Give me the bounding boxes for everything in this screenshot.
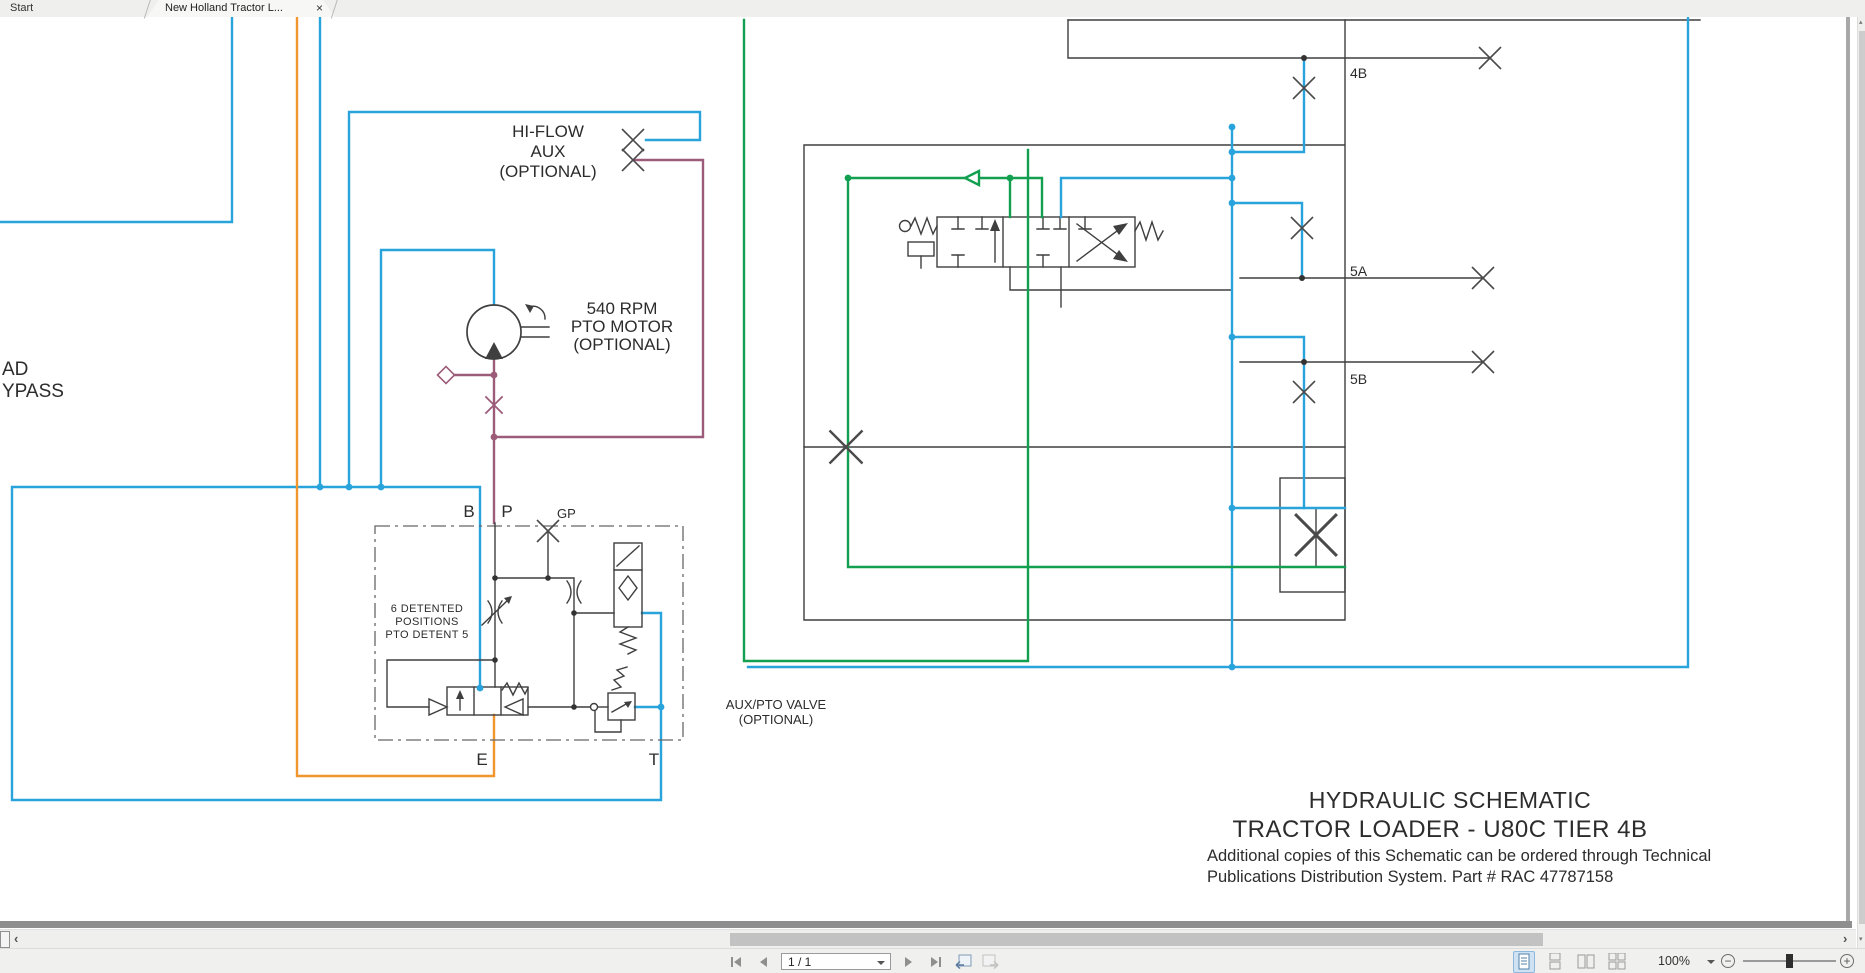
tab-start[interactable]: Start [0, 0, 140, 17]
previous-view-button[interactable] [954, 952, 972, 972]
svg-text:(OPTIONAL): (OPTIONAL) [739, 712, 813, 727]
page-bottom-edge [0, 921, 1852, 928]
aux-valve-label: AUX/PTO VALVE [726, 697, 827, 712]
plug-x-icons [536, 46, 1502, 558]
tab-document[interactable]: New Holland Tractor L... [147, 0, 335, 17]
page-navigation: 1 / 1 [727, 949, 999, 973]
tap-4b-label: 4B [1350, 65, 1367, 81]
scroll-left-icon[interactable]: ‹ [14, 931, 19, 946]
continuous-view-button[interactable] [1544, 951, 1566, 973]
horizontal-scrollbar[interactable]: ‹ › [0, 929, 1856, 949]
main-directional-valve [898, 216, 1164, 269]
first-page-button[interactable] [727, 952, 745, 972]
schematic-labels: HI-FLOW AUX (OPTIONAL) 540 RPM PTO MOTOR… [2, 65, 1711, 886]
port-b-label: B [463, 502, 474, 521]
port-t-label: T [649, 750, 659, 769]
vertical-scrollbar-thumb[interactable] [1859, 31, 1865, 924]
purple-hydraulic-lines [436, 158, 705, 525]
blue-hydraulic-lines [0, 8, 1690, 802]
vertical-scrollbar[interactable]: ▴ ▾ [1857, 17, 1865, 948]
tab-bar: Start New Holland Tractor L... × [0, 0, 1865, 19]
zoom-in-button[interactable]: + [1840, 954, 1854, 968]
page-layout-controls [1513, 949, 1628, 973]
svg-text:YPASS: YPASS [2, 381, 64, 402]
scroll-down-icon[interactable]: ▾ [1859, 936, 1863, 943]
detent-label: 6 DETENTED [391, 603, 463, 615]
tap-5a-label: 5A [1350, 263, 1368, 279]
svg-text:(OPTIONAL): (OPTIONAL) [573, 335, 670, 354]
schematic-title-line2: TRACTOR LOADER - U80C TIER 4B [1232, 816, 1647, 843]
port-gp-label: GP [557, 506, 576, 521]
prev-page-button[interactable] [754, 952, 772, 972]
schematic-title-line1: HYDRAULIC SCHEMATIC [1309, 787, 1592, 813]
zoom-dropdown-caret-icon[interactable] [1707, 960, 1715, 964]
schematic-note-line1: Additional copies of this Schematic can … [1207, 847, 1711, 865]
port-p-label: P [501, 502, 512, 521]
svg-text:PTO MOTOR: PTO MOTOR [571, 317, 673, 336]
manifold-black-lines [803, 19, 1701, 621]
tab-start-label: Start [10, 2, 34, 14]
svg-text:AUX: AUX [531, 142, 566, 161]
svg-text:POSITIONS: POSITIONS [395, 616, 459, 628]
next-page-button[interactable] [900, 952, 918, 972]
pto-motor-symbol [466, 304, 550, 360]
left-clipped-label: AD [2, 359, 28, 380]
scrollbar-corner-box [0, 931, 10, 948]
port-e-label: E [476, 750, 487, 769]
green-hydraulic-lines [742, 18, 1347, 663]
last-page-button[interactable] [927, 952, 945, 972]
page-right-edge [1846, 17, 1850, 928]
zoom-level-value: 100% [1658, 954, 1690, 968]
tap-5b-label: 5B [1350, 371, 1367, 387]
schematic-note-line2: Publications Distribution System. Part #… [1207, 868, 1613, 886]
zoom-out-button[interactable]: − [1721, 954, 1735, 968]
page-number-input[interactable]: 1 / 1 [781, 953, 891, 970]
next-view-button[interactable] [981, 952, 999, 972]
svg-text:PTO DETENT 5: PTO DETENT 5 [385, 629, 468, 641]
zoom-slider-thumb[interactable] [1786, 954, 1793, 968]
page-number-value: 1 / 1 [788, 955, 812, 969]
hi-flow-label: HI-FLOW [512, 122, 584, 141]
facing-view-button[interactable] [1575, 951, 1597, 973]
scroll-right-icon[interactable]: › [1843, 931, 1848, 946]
svg-text:(OPTIONAL): (OPTIONAL) [499, 162, 596, 181]
schematic-svg: HI-FLOW AUX (OPTIONAL) 540 RPM PTO MOTOR… [0, 8, 1711, 886]
page-dropdown-caret-icon[interactable] [877, 961, 885, 965]
scroll-up-icon[interactable]: ▴ [1859, 19, 1863, 26]
continuous-facing-view-button[interactable] [1606, 951, 1628, 973]
tab-close-icon[interactable]: × [316, 1, 324, 15]
orange-hydraulic-line [295, 8, 496, 778]
document-canvas[interactable]: HI-FLOW AUX (OPTIONAL) 540 RPM PTO MOTOR… [0, 8, 1865, 921]
junction-dots [316, 55, 1307, 711]
pto-motor-label: 540 RPM [587, 299, 658, 318]
horizontal-scrollbar-thumb[interactable] [730, 933, 1543, 946]
tab-document-label: New Holland Tractor L... [165, 2, 283, 14]
status-bar: 1 / 1 [0, 948, 1865, 973]
single-page-view-button[interactable] [1513, 950, 1535, 973]
